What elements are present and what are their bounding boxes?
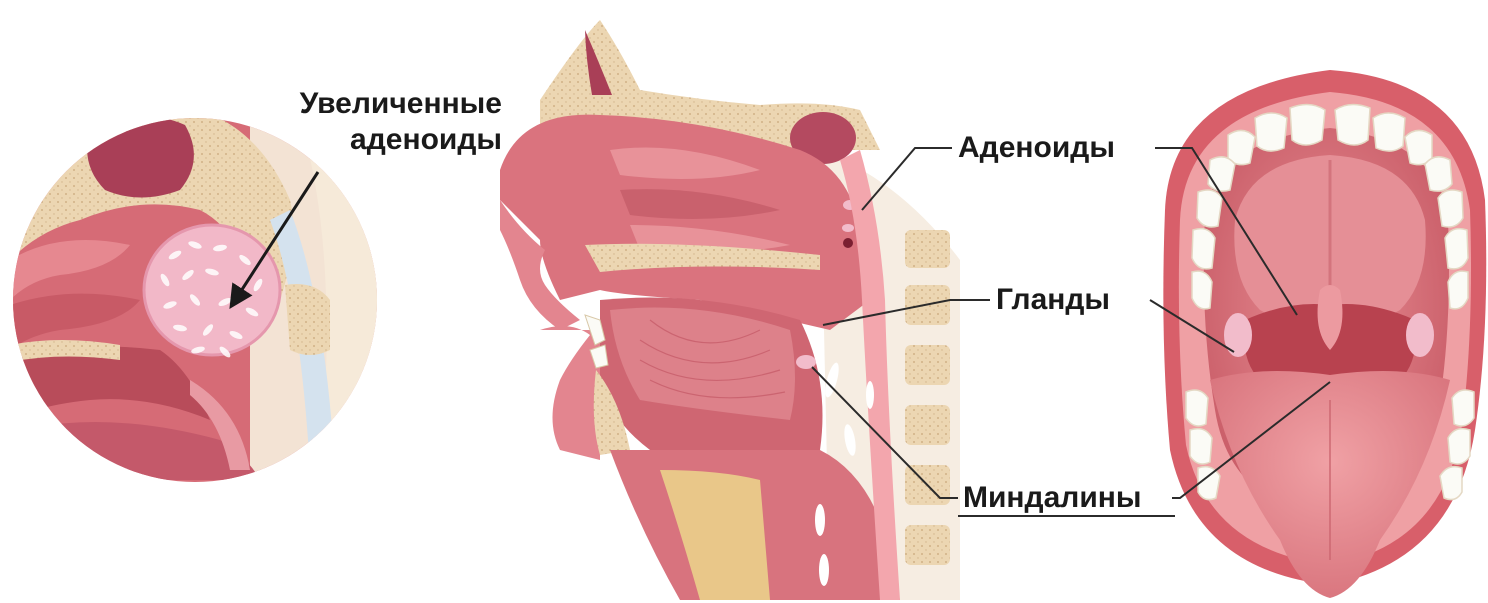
enlarged-adenoids-label-line1: Увеличенные: [232, 86, 502, 122]
enlarged-adenoids-label: Увеличенные аденоиды: [232, 86, 502, 158]
tonsils-label: Миндалины: [963, 480, 1142, 516]
open-mouth-front-view: [1163, 70, 1486, 598]
enlarged-adenoids-closeup: [10, 102, 420, 510]
enlarged-adenoids-label-line2: аденоиды: [232, 122, 502, 158]
adenoids-label: Аденоиды: [958, 130, 1115, 166]
glands-label: Гланды: [996, 282, 1110, 318]
head-sagittal-section: [500, 20, 960, 600]
